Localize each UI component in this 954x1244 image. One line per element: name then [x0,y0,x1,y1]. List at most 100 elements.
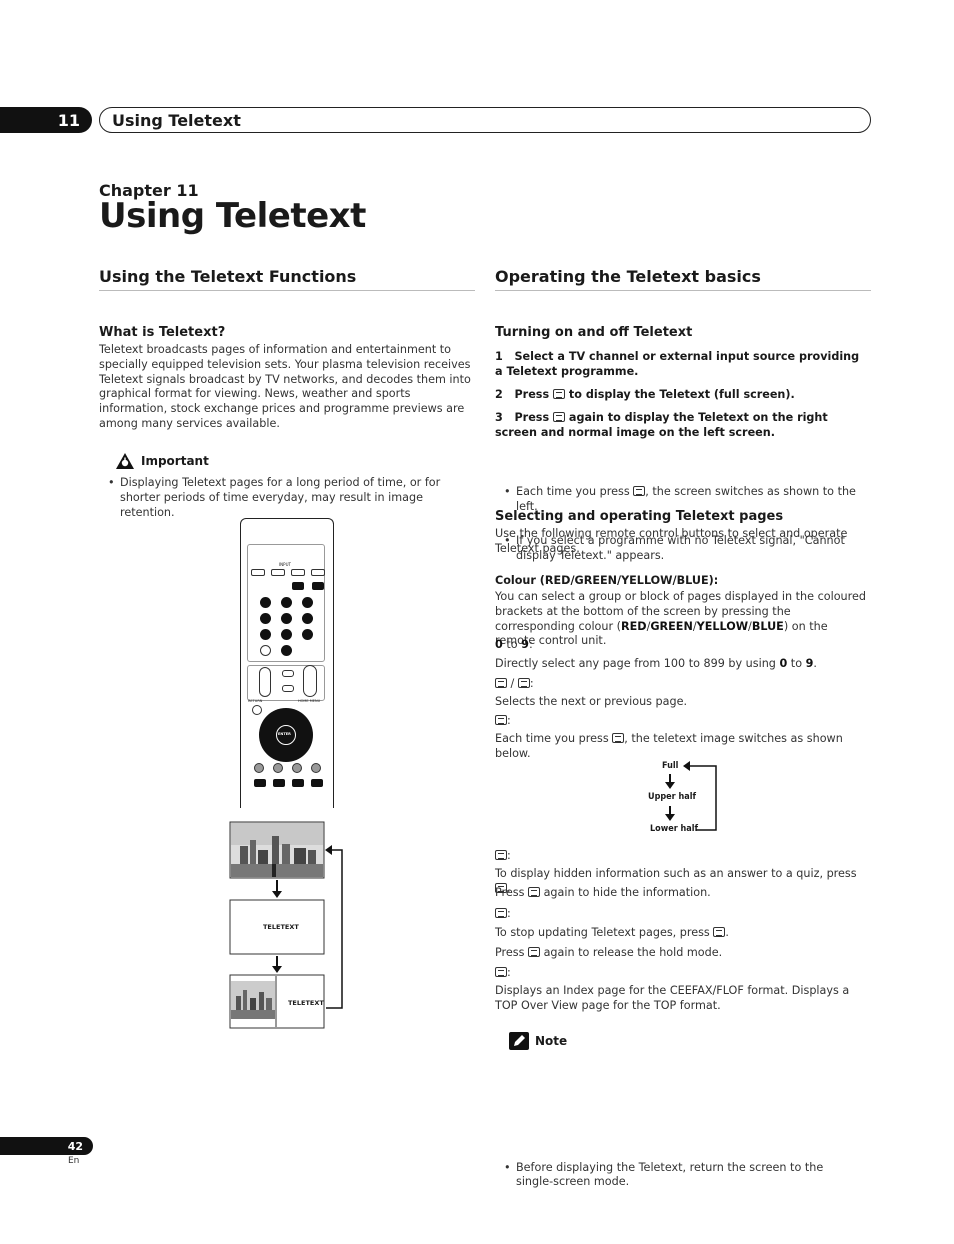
number-button-3 [302,597,313,608]
size-body-a: Each time you press [495,732,609,745]
size-key-icon [495,715,507,725]
step-2-number: 2 [495,388,503,401]
bullet-1-b: , the screen switches as shown to the le… [516,485,856,514]
step-1-text: Select a TV channel or external input so… [495,350,860,378]
header-title: Using Teletext [112,110,241,130]
selecting-body: Use the following remote control buttons… [495,527,848,555]
index-key: : [495,966,511,981]
teletext-screen-flow [229,821,343,1029]
number-button-7 [260,629,271,640]
teletext-key-icon [633,486,646,497]
page-number: 42 [67,1139,83,1153]
flow-full: Full [662,761,679,771]
step-2-text: to display the Teletext (full screen). [568,388,795,401]
digits-body: Directly select any page from 100 to 899… [495,657,871,672]
size-key-icon [612,733,625,743]
teletext-label-split: TELETEXT [288,999,324,1007]
hold-body-2b: again to release the hold mode. [543,946,723,959]
digit-nine: 9 [521,638,529,651]
turning-title: Turning on and off Teletext [495,325,693,340]
number-button-1 [260,597,271,608]
left-section-title: Using the Teletext Functions [99,267,357,286]
important-label: Important [141,454,209,468]
what-is-teletext-title: What is Teletext? [99,325,226,340]
important-heading: Important [115,452,209,470]
teletext-key-icon [553,412,566,422]
flow-upper-half: Upper half [648,792,696,802]
volume-rocker [303,665,317,697]
step-3-text: again to display the Teletext on the rig… [495,411,828,439]
left-section-rule [99,290,475,291]
next-prev-keys: / : [495,677,534,692]
selecting-title: Selecting and operating Teletext pages [495,509,784,524]
enter-label: ENTER [278,732,291,736]
return-label: RETURN [248,699,263,703]
size-body: Each time you press , the teletext image… [495,732,871,762]
program-rocker [259,667,271,697]
home-menu-label: HOME MENU [298,699,321,703]
teletext-full-screen [229,899,325,955]
colour-blue: BLUE [751,619,784,633]
next-prev-body: Selects the next or previous page. [495,695,688,708]
chapter-label: Chapter 11 [99,181,199,200]
function-button-3 [292,779,304,787]
step-1-number: 1 [495,350,503,363]
step-3-number: 3 [495,411,503,424]
green-button [273,763,283,773]
digits-body-b: . [813,657,817,670]
reveal-key-icon [495,850,507,860]
colour-body-b: ) on the remote control unit. [495,619,828,648]
page-down-icon [517,678,530,688]
right-section-rule [495,290,871,291]
header-title-bar: Using Teletext [99,107,871,133]
note-bullet: Before displaying the Teletext, return t… [504,1161,854,1191]
reveal-body-2: Press again to hide the information. [495,886,871,901]
step-1: 1 Select a TV channel or external input … [495,350,869,380]
chapter-number: 11 [57,110,80,130]
colour-body-a: You can select a group or block of pages… [495,590,866,633]
what-is-teletext-body: Teletext broadcasts pages of information… [99,343,471,430]
remote-control-illustration: INPUT RETURN HOME MENU ENTER [240,518,334,808]
size-key: : [495,714,511,729]
function-button-4 [311,779,323,787]
function-button-2 [273,779,285,787]
step-3-press: Press [514,411,550,424]
language-code: En [68,1156,80,1166]
page-number-tab: 42 [0,1137,93,1155]
number-button-2 [281,597,292,608]
hold-key: : [495,907,511,922]
bullet-no-signal: If you select a programme with no Telete… [504,534,872,564]
page-up-icon [495,678,507,688]
number-button-6 [302,613,313,624]
yellow-button [292,763,302,773]
step-3: 3 Press again to display the Teletext on… [495,411,871,441]
hold-body-2: Press again to release the hold mode. [495,946,871,961]
reveal-body-1a: To display hidden information such as an… [495,867,857,880]
hold-key-icon [495,908,507,918]
colour-body: You can select a group or block of pages… [495,590,866,648]
reveal-key-icon [528,887,541,897]
input-button-2 [271,569,285,576]
colour-green: GREEN [650,619,693,633]
number-button-8 [281,629,292,640]
number-button-5 [281,613,292,624]
teletext-label-full: TELETEXT [263,923,299,931]
size-body-b: , the teletext image switches as shown b… [495,732,843,760]
flow-arrows [665,761,717,831]
red-button [254,763,264,773]
number-button-4 [260,613,271,624]
step-2-press: Press [514,388,550,401]
hold-body-1: To stop updating Teletext pages, press . [495,926,729,939]
important-bullet: Displaying Teletext pages for a long per… [108,476,472,520]
note-heading: Note [509,1032,567,1050]
function-button-1 [254,779,266,787]
digits-body-a: Directly select any page from 100 to 899… [495,657,780,670]
digits-heading: 0 to 9: [495,638,533,651]
warning-icon [116,453,134,469]
number-button-9 [302,629,313,640]
return-button [252,705,262,715]
reveal-body-2a: Press [495,886,525,899]
right-section-title: Operating the Teletext basics [495,267,761,286]
digit-to-inline: to [787,657,806,670]
index-body: Displays an Index page for the CEEFAX/FL… [495,984,850,1012]
